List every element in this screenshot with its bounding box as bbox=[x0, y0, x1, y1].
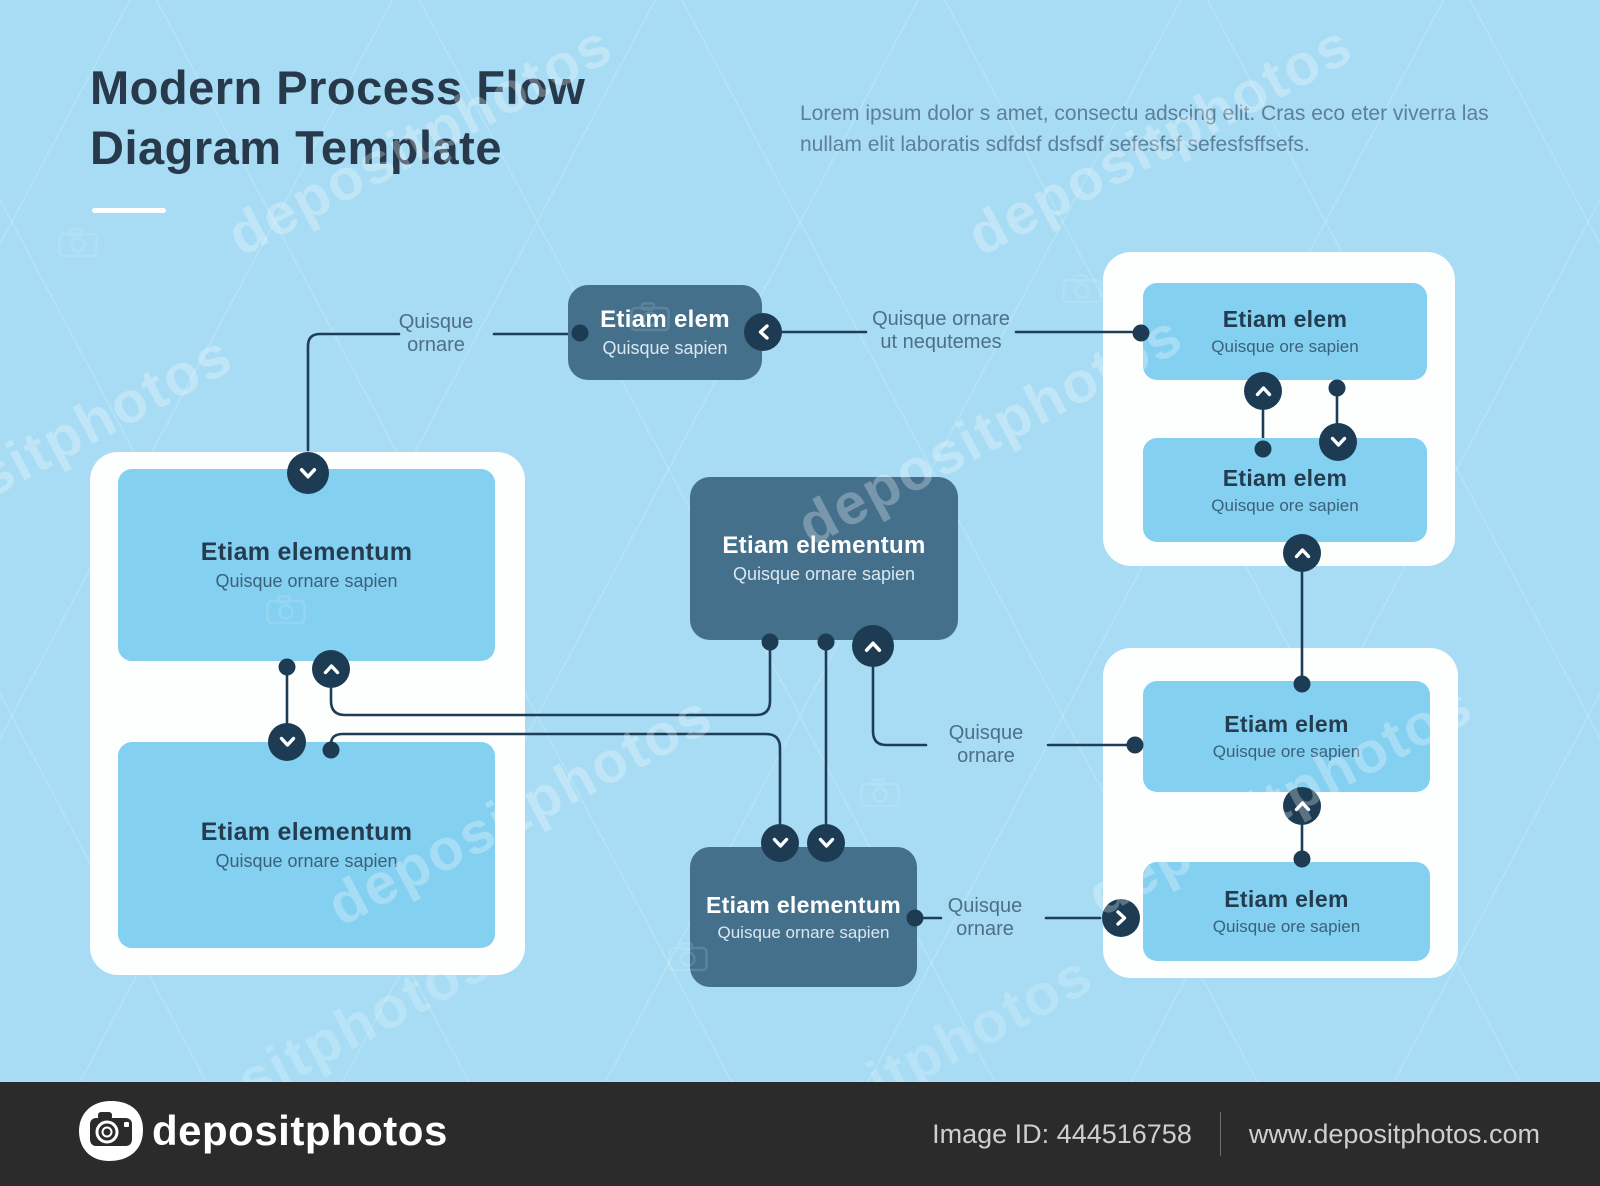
node-subtitle: Quisque ornare sapien bbox=[215, 571, 398, 591]
connector-label-top-left: Quisque ornare bbox=[399, 311, 474, 357]
arrow-down-icon bbox=[268, 723, 306, 761]
node-left-top: Etiam elementum Quisque ornare sapien bbox=[118, 469, 495, 661]
camera-logo-icon bbox=[79, 1101, 143, 1161]
website-url-text: www.depositphotos.com bbox=[1248, 1118, 1540, 1149]
connector-dot bbox=[571, 324, 589, 342]
node-right-bottom-2: Etiam elem Quisque ore sapien bbox=[1143, 862, 1430, 961]
title-line-1: Modern Process Flow bbox=[90, 61, 586, 114]
connector-dot bbox=[278, 658, 296, 676]
node-subtitle: Quisque ore sapien bbox=[1212, 742, 1361, 761]
arrow-up-icon bbox=[852, 625, 894, 667]
arrow-up-icon bbox=[1283, 787, 1321, 825]
node-title: Etiam elementum bbox=[200, 818, 413, 846]
connector-dot bbox=[817, 633, 835, 651]
label-line: ut nequtemes bbox=[880, 331, 1002, 353]
label-line: Quisque ornare bbox=[872, 308, 1010, 330]
arrow-down-icon bbox=[761, 824, 799, 862]
node-title: Etiam elementum bbox=[200, 538, 413, 566]
footer-divider bbox=[1219, 1112, 1221, 1156]
node-subtitle: Quisque ornare sapien bbox=[717, 922, 890, 942]
node-title: Etiam elem bbox=[1224, 711, 1349, 737]
label-line: Quisque bbox=[947, 895, 1023, 917]
node-title: Etiam elementum bbox=[706, 891, 901, 918]
label-line: Quisque bbox=[398, 311, 474, 333]
arrow-down-icon bbox=[287, 452, 329, 494]
arrow-up-icon bbox=[1244, 372, 1282, 410]
connector-dot bbox=[1254, 440, 1272, 458]
node-subtitle: Quisque ornare sapien bbox=[732, 564, 916, 584]
footer-info: Image ID: 444516758 www.depositphotos.co… bbox=[932, 1082, 1540, 1186]
connector-dot bbox=[906, 909, 924, 927]
connector-line bbox=[871, 665, 928, 747]
connector-label-mid-right: Quisque ornare bbox=[949, 722, 1024, 768]
node-subtitle: Quisque ore sapien bbox=[1211, 495, 1359, 515]
connector-line bbox=[306, 332, 401, 452]
description-line-2: nullam elit laboratis sdfdsf dsfsdf sefe… bbox=[800, 133, 1310, 156]
label-line: ornare bbox=[957, 745, 1015, 767]
arrow-down-icon bbox=[807, 824, 845, 862]
image-id-text: Image ID: 444516758 bbox=[932, 1118, 1192, 1149]
camera-watermark-icon bbox=[860, 778, 900, 808]
connector-dot bbox=[322, 741, 340, 759]
camera-watermark-icon bbox=[1062, 274, 1102, 304]
node-title: Etiam elem bbox=[1222, 306, 1348, 332]
label-line: ornare bbox=[956, 918, 1014, 940]
node-right-bottom-1: Etiam elem Quisque ore sapien bbox=[1143, 681, 1430, 792]
arrow-left-icon bbox=[744, 313, 782, 351]
brand-wordmark: depositphotos bbox=[152, 1107, 448, 1154]
node-subtitle: Quisque ore sapien bbox=[1212, 917, 1361, 936]
camera-watermark-icon bbox=[58, 228, 98, 258]
connector-label-top-right: Quisque ornare ut nequtemes bbox=[872, 308, 1010, 354]
connector-dot bbox=[1328, 379, 1346, 397]
arrow-up-icon bbox=[1283, 534, 1321, 572]
node-subtitle: Quisque ornare sapien bbox=[215, 851, 398, 871]
connector-dot bbox=[1293, 850, 1311, 868]
node-title: Etiam elem bbox=[1224, 886, 1349, 912]
depositphotos-logo: depositphotos bbox=[78, 1100, 448, 1162]
node-left-bottom: Etiam elementum Quisque ornare sapien bbox=[118, 742, 495, 948]
connector-label-bottom-right: Quisque ornare bbox=[948, 895, 1023, 941]
title-line-2: Diagram Template bbox=[90, 121, 502, 174]
node-right-top-2: Etiam elem Quisque ore sapien bbox=[1143, 438, 1427, 542]
footer-bar: depositphotos Image ID: 444516758 www.de… bbox=[0, 1082, 1600, 1186]
connector-dot bbox=[1126, 736, 1144, 754]
node-subtitle: Quisque sapien bbox=[602, 338, 728, 358]
connector-dot bbox=[1293, 675, 1311, 693]
node-bottom-center: Etiam elementum Quisque ornare sapien bbox=[690, 847, 917, 987]
description-text: Lorem ipsum dolor s amet, consectu adsci… bbox=[800, 98, 1490, 160]
label-line: Quisque bbox=[948, 722, 1024, 744]
node-top-center: Etiam elem Quisque sapien bbox=[568, 285, 762, 380]
node-title: Etiam elementum bbox=[722, 532, 926, 559]
label-line: ornare bbox=[407, 334, 465, 356]
arrow-down-icon bbox=[1319, 423, 1357, 461]
node-subtitle: Quisque ore sapien bbox=[1211, 337, 1359, 356]
title-underline bbox=[92, 208, 166, 213]
arrow-right-icon bbox=[1102, 899, 1140, 937]
node-center: Etiam elementum Quisque ornare sapien bbox=[690, 477, 958, 640]
node-title: Etiam elem bbox=[1222, 464, 1348, 491]
description-line-1: Lorem ipsum dolor s amet, consectu adsci… bbox=[800, 102, 1489, 125]
connector-dot bbox=[1132, 324, 1150, 342]
connector-dot bbox=[761, 633, 779, 651]
node-right-top-1: Etiam elem Quisque ore sapien bbox=[1143, 283, 1427, 380]
arrow-up-icon bbox=[312, 650, 350, 688]
node-title: Etiam elem bbox=[600, 306, 730, 333]
